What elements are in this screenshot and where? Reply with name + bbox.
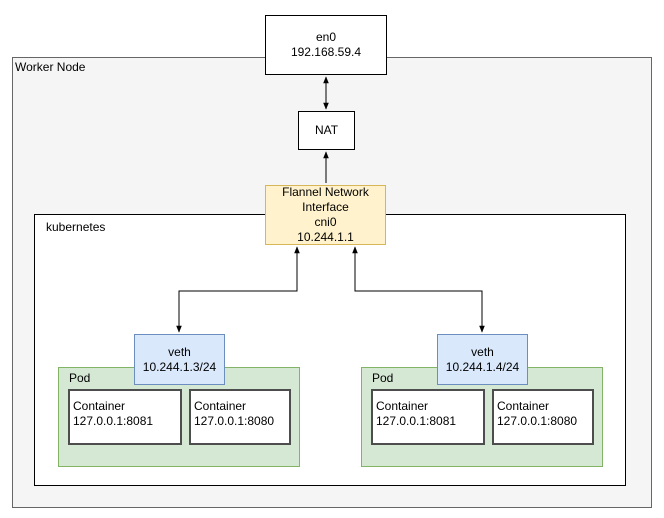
container-name: Container — [73, 399, 126, 413]
flannel-line-3: cni0 — [314, 215, 337, 229]
flannel-line-1: Flannel Network — [282, 185, 369, 199]
kubernetes-label: kubernetes — [46, 220, 106, 234]
pod-1-container-1: Container 127.0.0.1:8081 — [68, 389, 182, 445]
pod-2-container-2: Container 127.0.0.1:8080 — [492, 389, 594, 445]
worker-node-label: Worker Node — [15, 60, 86, 74]
pod-2-label: Pod — [372, 371, 394, 385]
container-addr: 127.0.0.1:8080 — [497, 414, 578, 428]
pod-2-container-1: Container 127.0.0.1:8081 — [371, 389, 485, 445]
veth-1-name: veth — [168, 344, 191, 359]
container-addr: 127.0.0.1:8080 — [194, 414, 275, 428]
veth-1: veth 10.244.1.3/24 — [134, 334, 225, 385]
container-name: Container — [194, 399, 247, 413]
en0-ip: 192.168.59.4 — [290, 45, 362, 59]
veth-2-name: veth — [471, 344, 494, 359]
veth-2: veth 10.244.1.4/24 — [437, 334, 528, 385]
en0-name: en0 — [315, 30, 337, 44]
container-addr: 127.0.0.1:8081 — [73, 414, 154, 428]
container-addr: 127.0.0.1:8081 — [376, 414, 457, 428]
container-name: Container — [376, 399, 429, 413]
nat-box: NAT — [298, 111, 355, 150]
pod-1-container-2: Container 127.0.0.1:8080 — [189, 389, 291, 445]
pod-1-label: Pod — [69, 371, 91, 385]
veth-1-ip: 10.244.1.3/24 — [142, 359, 217, 374]
en0-interface: en0 192.168.59.4 — [265, 15, 387, 75]
flannel-line-2: Interface — [302, 200, 349, 214]
flannel-ip: 10.244.1.1 — [297, 230, 354, 244]
flannel-interface: Flannel Network Interface cni0 10.244.1.… — [265, 185, 386, 245]
container-name: Container — [497, 399, 550, 413]
veth-2-ip: 10.244.1.4/24 — [445, 359, 520, 374]
nat-label: NAT — [314, 123, 339, 137]
